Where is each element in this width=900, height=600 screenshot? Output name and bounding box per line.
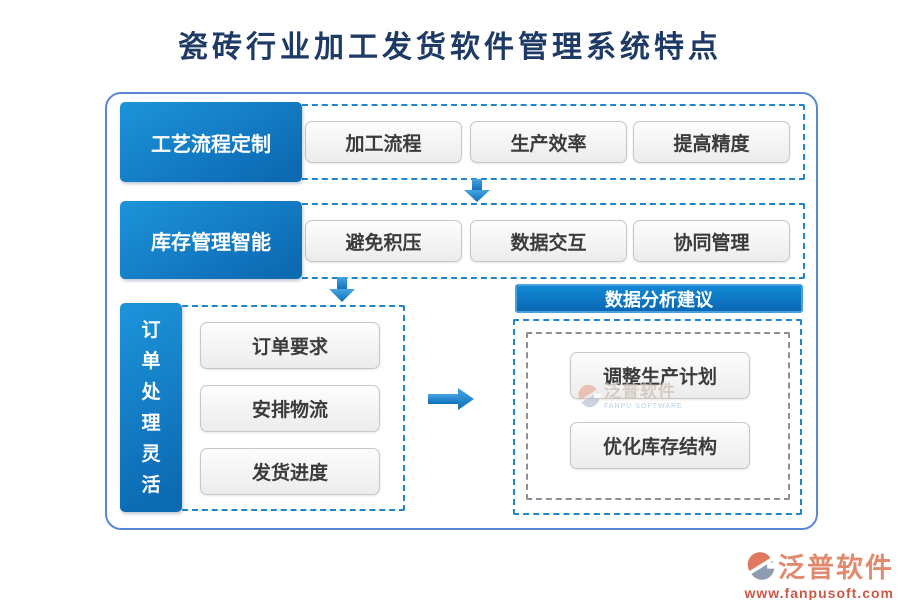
right-arrow-icon: [428, 388, 474, 410]
order-item-3: 发货进度: [200, 448, 380, 495]
fanpu-logo-icon: [747, 551, 776, 580]
analysis-item-2: 优化库存结构: [570, 422, 750, 469]
order-section-label-text: 订单处理灵活: [141, 319, 161, 496]
process-item-2: 生产效率: [470, 121, 627, 163]
process-item-3: 提高精度: [633, 121, 790, 163]
analysis-outline-outer: [513, 319, 802, 515]
process-row-label: 工艺流程定制: [120, 102, 302, 182]
analysis-outline-inner: [526, 332, 790, 500]
order-item-1: 订单要求: [200, 322, 380, 369]
inventory-row-label: 库存管理智能: [120, 201, 302, 279]
inventory-item-2: 数据交互: [470, 220, 627, 262]
order-section-label: 订单处理灵活: [120, 303, 182, 512]
down-arrow-icon: [464, 179, 490, 202]
order-item-2: 安排物流: [200, 385, 380, 432]
inventory-item-3: 协同管理: [633, 220, 790, 262]
analysis-header: 数据分析建议: [515, 284, 803, 313]
down-arrow-icon: [329, 277, 355, 302]
footer-brand-row: 泛普软件: [746, 546, 894, 585]
analysis-item-1: 调整生产计划: [570, 352, 750, 399]
process-item-1: 加工流程: [305, 121, 462, 163]
inventory-item-1: 避免积压: [305, 220, 462, 262]
diagram-frame: 工艺流程定制 加工流程 生产效率 提高精度 库存管理智能 避免积压 数据交互 协…: [105, 92, 818, 530]
footer-brand-text: 泛普软件: [778, 553, 894, 583]
footer-brand: 泛普软件 www.fanpusoft.com: [745, 546, 894, 600]
footer-url[interactable]: www.fanpusoft.com: [744, 585, 894, 600]
page-title: 瓷砖行业加工发货软件管理系统特点: [178, 31, 722, 64]
